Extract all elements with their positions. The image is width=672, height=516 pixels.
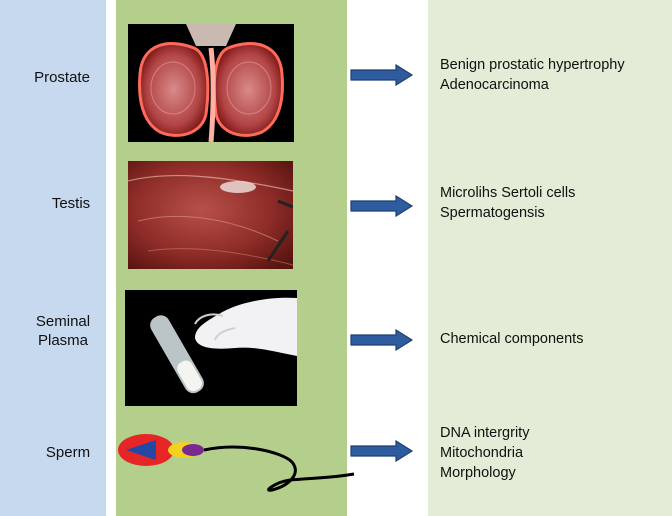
organ-label-testis: Testis [18,194,124,213]
findings-column [428,0,672,516]
finding-text: Mitochondria [440,445,524,461]
prostate-image [128,24,294,142]
organ-column [0,0,106,516]
organ-label-line: Prostate [34,69,90,86]
organ-label-sperm: Sperm [15,443,121,462]
testis-image [128,161,293,269]
arrow-right-icon [350,329,414,351]
arrow-right-icon [350,195,414,217]
finding-text: Spermatogensis [440,205,545,221]
finding-text: Chemical components [440,331,584,347]
organ-label-line: Plasma [37,332,89,349]
seminal-plasma-image [125,290,297,406]
finding-text: Morphology [440,465,516,481]
organ-label-line: Testis [51,195,91,212]
organ-label-seminal-plasma: Seminal Plasma [10,312,116,350]
sperm-image [118,434,355,492]
seminal-plasma-findings: Chemical components [440,329,583,349]
arrow-right-icon [350,440,414,462]
prostate-findings: Benign prostatic hypertrophy Adenocarcin… [440,55,625,95]
finding-text: Adenocarcinoma [440,77,549,93]
finding-text: Benign prostatic hypertrophy [440,57,625,73]
finding-text: DNA intergrity [440,425,530,441]
finding-text: Microlihs Sertoli cells [440,185,576,201]
sperm-findings: DNA intergrity Mitochondria Morphology [440,423,529,483]
organ-label-line: Sperm [45,444,91,461]
organ-label-prostate: Prostate [9,68,115,87]
arrow-right-icon [350,64,414,86]
organ-label-line: Seminal [35,313,91,330]
testis-findings: Microlihs Sertoli cells Spermatogensis [440,183,575,223]
